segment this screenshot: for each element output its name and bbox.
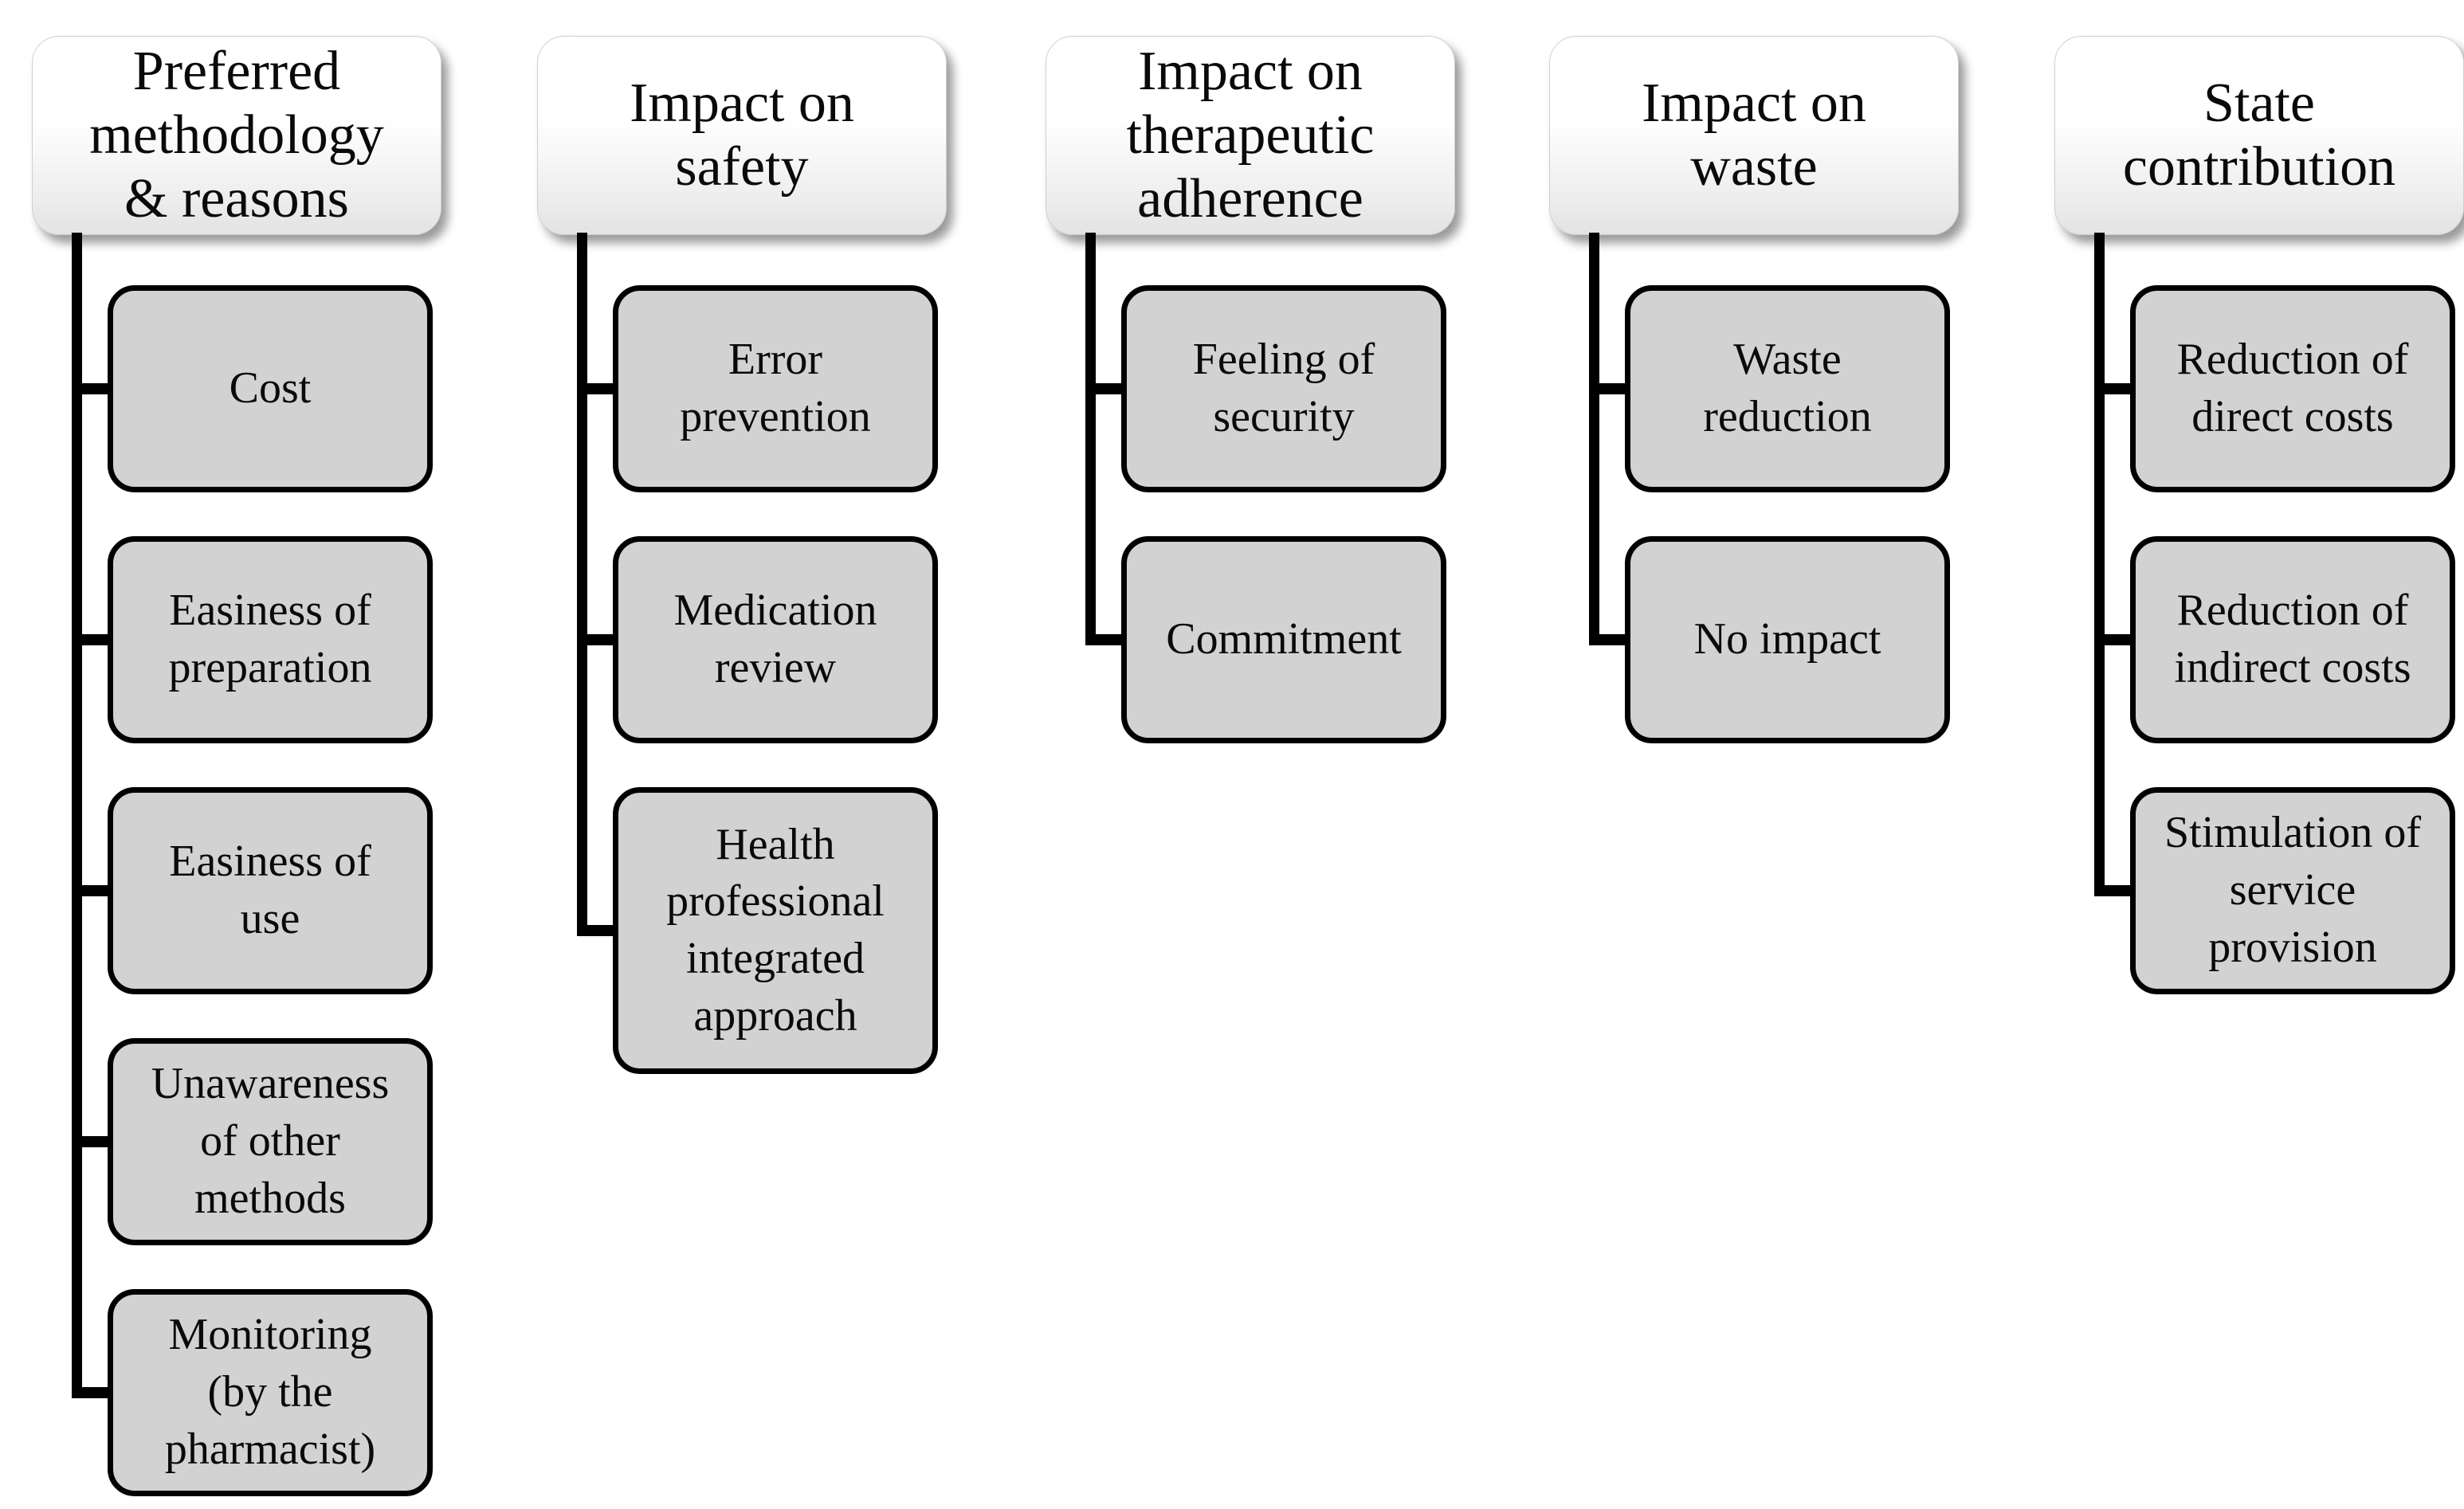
column-preferred-methodology: Preferred methodology & reasons Cost Eas… [32, 0, 441, 1509]
connector-stub [2099, 383, 2136, 394]
connector-stub [582, 925, 618, 936]
node-no-impact: No impact [1594, 536, 1950, 743]
node-label: Easiness of preparation [168, 586, 372, 692]
node-label: Stimulation of service provision [2164, 808, 2421, 972]
connector-trunk [1085, 233, 1096, 645]
connector-trunk [2094, 233, 2105, 896]
connector-stub [77, 1136, 113, 1147]
connector-stub [1594, 634, 1630, 645]
connector-stub [77, 1387, 113, 1398]
column-state-contribution: State contribution Reduction of direct c… [2054, 0, 2464, 1509]
header-box-state-contribution: State contribution [2054, 36, 2464, 235]
connector-trunk [577, 233, 587, 936]
connector-stub [77, 634, 113, 645]
node-easiness-of-use: Easiness of use [77, 787, 433, 994]
node-label: Cost [229, 363, 312, 414]
node-label: Feeling of security [1192, 335, 1375, 441]
node-label: Health professional integrated approach [666, 819, 885, 1041]
node-label: Easiness of use [169, 837, 371, 943]
node-label: Waste reduction [1703, 335, 1872, 441]
node-medication-review: Medication review [582, 536, 938, 743]
node-feeling-of-security: Feeling of security [1090, 285, 1446, 492]
connector-stub [2099, 634, 2136, 645]
header-box-impact-on-safety: Impact on safety [537, 36, 947, 235]
node-label: No impact [1693, 614, 1881, 664]
connector-stub [1090, 634, 1127, 645]
node-label: Reduction of indirect costs [2174, 586, 2411, 692]
node-label: Commitment [1166, 614, 1402, 664]
column-impact-on-therapeutic-adherence: Impact on therapeutic adherence Feeling … [1046, 0, 1455, 1509]
column-impact-on-waste: Impact on waste Waste reduction No impac… [1549, 0, 1959, 1509]
node-unawareness-of-other-methods: Unawareness of other methods [77, 1038, 433, 1245]
node-cost: Cost [77, 285, 433, 492]
node-label: Medication review [673, 586, 877, 692]
node-stimulation-of-service-provision: Stimulation of service provision [2099, 787, 2455, 994]
connector-trunk [1589, 233, 1599, 645]
connector-stub [1090, 383, 1127, 394]
node-label: Error prevention [680, 335, 871, 441]
connector-stub [2099, 885, 2136, 896]
header-box-preferred-methodology: Preferred methodology & reasons [32, 36, 441, 235]
connector-stub [1594, 383, 1630, 394]
node-commitment: Commitment [1090, 536, 1446, 743]
node-easiness-of-preparation: Easiness of preparation [77, 536, 433, 743]
connector-trunk [72, 233, 82, 1398]
node-monitoring-by-pharmacist: Monitoring (by the pharmacist) [77, 1289, 433, 1496]
connector-stub [77, 885, 113, 896]
connector-stub [582, 383, 618, 394]
connector-stub [77, 383, 113, 394]
connector-stub [582, 634, 618, 645]
node-label: Reduction of direct costs [2176, 335, 2409, 441]
node-label: Monitoring (by the pharmacist) [164, 1310, 376, 1474]
node-error-prevention: Error prevention [582, 285, 938, 492]
node-reduction-of-indirect-costs: Reduction of indirect costs [2099, 536, 2455, 743]
node-health-professional-integrated-approach: Health professional integrated approach [582, 787, 938, 1074]
header-box-impact-on-therapeutic-adherence: Impact on therapeutic adherence [1046, 36, 1455, 235]
node-label: Unawareness of other methods [151, 1059, 390, 1223]
node-waste-reduction: Waste reduction [1594, 285, 1950, 492]
header-box-impact-on-waste: Impact on waste [1549, 36, 1959, 235]
node-reduction-of-direct-costs: Reduction of direct costs [2099, 285, 2455, 492]
column-impact-on-safety: Impact on safety Error prevention Medica… [537, 0, 947, 1509]
